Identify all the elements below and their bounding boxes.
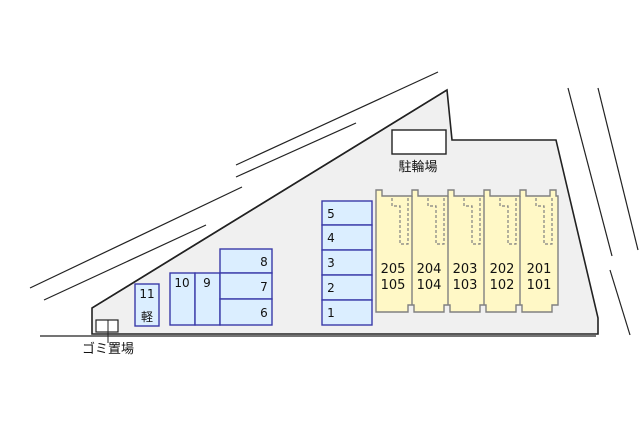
unit-number-lower: 102 (490, 278, 515, 293)
parking-spot (169, 272, 196, 326)
road-line (567, 87, 613, 257)
unit-number-upper: 202 (490, 262, 515, 277)
unit-number-lower: 104 (417, 278, 442, 293)
unit-number-upper: 205 (381, 262, 406, 277)
lot-inner-edge (91, 89, 448, 309)
stair-outline (463, 198, 481, 245)
kei-parking-spot: 11 軽 (134, 283, 160, 327)
parking-spot (219, 298, 273, 326)
road-line (597, 87, 639, 251)
road-line (609, 269, 631, 336)
unit-number-upper: 201 (527, 262, 552, 277)
road-line (43, 224, 207, 301)
parking-spot-number: 3 (327, 256, 335, 270)
parking-spot (219, 248, 273, 274)
parking-spot-number: 6 (260, 306, 268, 320)
parking-spot-number: 1 (327, 306, 335, 320)
unit-number-lower: 103 (453, 278, 478, 293)
parking-spot-number: 11 (139, 287, 154, 301)
stair-outline (391, 198, 409, 245)
road-line (235, 122, 357, 178)
parking-block-middle: 8 7 6 (219, 248, 273, 326)
parking-spot (321, 200, 373, 226)
unit-number-lower: 101 (527, 278, 552, 293)
parking-spot-number: 9 (203, 276, 211, 290)
parking-spot-number: 5 (327, 207, 335, 221)
parking-spot-number: 2 (327, 281, 335, 295)
parking-spot-number: 7 (260, 280, 268, 294)
parking-spot (321, 299, 373, 326)
road-line (29, 186, 243, 289)
apartment-building: 205 105 204 104 203 103 202 102 201 101 (375, 189, 559, 313)
bicycle-parking-shed (391, 129, 447, 155)
parking-spot (219, 272, 273, 300)
parking-spot (321, 249, 373, 276)
parking-spot (321, 274, 373, 301)
unit-number-upper: 204 (417, 262, 442, 277)
building-outline (375, 189, 559, 313)
stair-outline (535, 198, 553, 245)
parking-block-left: 10 9 (169, 272, 221, 326)
parking-spot (194, 272, 221, 326)
kei-car-label: 軽 (141, 310, 153, 324)
garbage-area-label: ゴミ置場 (82, 341, 134, 357)
parking-block-right: 5 4 3 2 1 (321, 200, 373, 326)
parking-spot-number: 8 (260, 255, 268, 269)
garbage-area-box (95, 319, 119, 333)
unit-number-lower: 105 (381, 278, 406, 293)
parking-spot-number: 4 (327, 231, 335, 245)
stair-outline (427, 198, 445, 245)
bicycle-parking-label: 駐輪場 (398, 159, 437, 175)
road-line (235, 71, 439, 166)
parking-spot-number: 10 (174, 276, 189, 290)
unit-number-upper: 203 (453, 262, 478, 277)
stair-outline (499, 198, 517, 245)
